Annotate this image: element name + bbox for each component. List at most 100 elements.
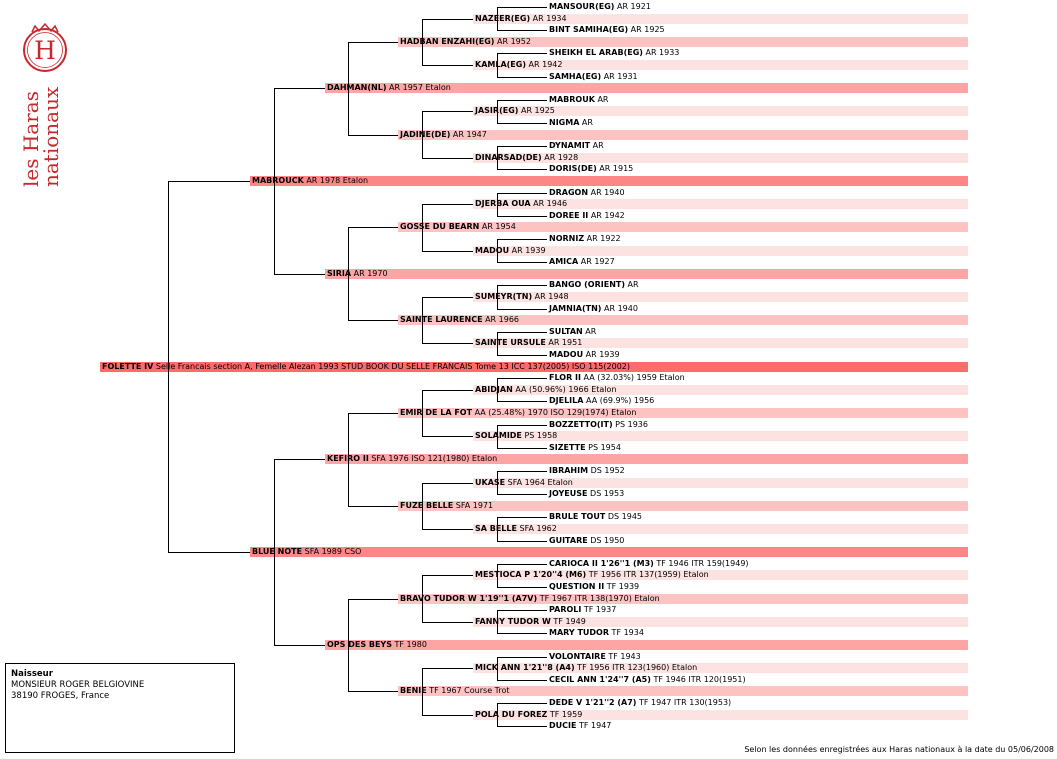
ancestor-label[interactable]: SAINTE LAURENCE AR 1966 — [400, 315, 519, 325]
ancestor-label[interactable]: DUCIE TF 1947 — [549, 721, 611, 731]
horse-name: EMIR DE LA FOT — [400, 408, 473, 417]
ancestor-label[interactable]: BOZZETTO(IT) PS 1936 — [549, 420, 648, 430]
ancestor-label[interactable]: ABIDJAN AA (50.96%) 1966 Etalon — [475, 385, 617, 395]
ancestor-label[interactable]: MADOU AR 1939 — [475, 246, 546, 256]
ancestor-label[interactable]: BINT SAMIHA(EG) AR 1925 — [549, 25, 665, 35]
ancestor-bar — [473, 199, 968, 210]
ancestor-label[interactable]: DAHMAN(NL) AR 1957 Etalon — [327, 83, 451, 93]
ancestor-label[interactable]: DJERBA OUA AR 1946 — [475, 199, 567, 209]
ancestor-bar — [473, 60, 968, 70]
ancestor-label[interactable]: MADOU AR 1939 — [549, 350, 620, 360]
ancestor-label[interactable]: POLA DU FOREZ TF 1959 — [475, 710, 582, 720]
pedigree-connector — [348, 413, 398, 414]
pedigree-connector — [497, 262, 547, 263]
ancestor-label[interactable]: PAROLI TF 1937 — [549, 605, 616, 615]
horse-details: AR 1951 — [545, 338, 583, 348]
ancestor-label[interactable]: SAINTE URSULE AR 1951 — [475, 338, 582, 348]
ancestor-label[interactable]: FANNY TUDOR W TF 1949 — [475, 617, 586, 627]
pedigree-connector — [274, 274, 325, 275]
ancestor-label[interactable]: SHEIKH EL ARAB(EG) AR 1933 — [549, 48, 679, 58]
ancestor-label[interactable]: BANGO (ORIENT) AR — [549, 280, 639, 290]
ancestor-bar — [473, 384, 968, 395]
pedigree-connector — [422, 436, 473, 437]
ancestor-label[interactable]: MANSOUR(EG) AR 1921 — [549, 2, 651, 12]
ancestor-label[interactable]: GUITARE DS 1950 — [549, 536, 624, 546]
ancestor-label[interactable]: JOYEUSE DS 1953 — [549, 489, 624, 499]
horse-name: FUZE BELLE — [400, 500, 454, 510]
horse-name: DINARSAD(DE) — [475, 152, 542, 162]
ancestor-label[interactable]: IBRAHIM DS 1952 — [549, 466, 625, 476]
horse-name: BRULE TOUT — [549, 512, 606, 522]
ancestor-label[interactable]: MICK ANN 1'21''8 (A4) TF 1956 ITR 123(19… — [475, 663, 697, 673]
subject-horse[interactable]: FOLETTE IV Selle Francais section A, Fem… — [102, 362, 630, 372]
pedigree-connector — [168, 552, 250, 553]
ancestor-label[interactable]: JAMNIA(TN) AR 1940 — [549, 304, 638, 314]
ancestor-bar — [473, 338, 968, 349]
ancestor-label[interactable]: MARY TUDOR TF 1934 — [549, 628, 644, 638]
ancestor-label[interactable]: MABROUK AR — [549, 95, 608, 105]
ancestor-label[interactable]: HADBAN ENZAHI(EG) AR 1952 — [400, 37, 531, 47]
horse-details: TF 1943 — [605, 651, 641, 661]
ancestor-label[interactable]: SA BELLE SFA 1962 — [475, 524, 557, 534]
ancestor-label[interactable]: FLOR II AA (32.03%) 1959 Etalon — [549, 373, 685, 383]
ancestor-label[interactable]: CECIL ANN 1'24''7 (A5) TF 1946 ITR 120(1… — [549, 675, 746, 685]
pedigree-connector — [497, 7, 547, 8]
pedigree-connector — [422, 204, 423, 252]
ancestor-label[interactable]: DEDE V 1'21''2 (A7) TF 1947 ITR 130(1953… — [549, 698, 731, 708]
ancestor-label[interactable]: DYNAMIT AR — [549, 141, 604, 151]
ancestor-label[interactable]: NORNIZ AR 1922 — [549, 234, 621, 244]
ancestor-label[interactable]: GOSSE DU BEARN AR 1954 — [400, 222, 516, 232]
ancestor-label[interactable]: SUMEYR(TN) AR 1948 — [475, 292, 569, 302]
horse-name: SIZETTE — [549, 442, 586, 452]
ancestor-label[interactable]: DRAGON AR 1940 — [549, 188, 625, 198]
ancestor-label[interactable]: SIRIA AR 1970 — [327, 269, 388, 279]
ancestor-label[interactable]: VOLONTAIRE TF 1943 — [549, 652, 641, 662]
horse-name: JADINE(DE) — [400, 129, 451, 139]
ancestor-label[interactable]: DORIS(DE) AR 1915 — [549, 164, 633, 174]
ancestor-label[interactable]: KEFIRO II SFA 1976 ISO 121(1980) Etalon — [327, 454, 497, 464]
horse-details: AR 1915 — [596, 164, 634, 174]
ancestor-bar — [250, 547, 968, 558]
ancestor-label[interactable]: BRAVO TUDOR W 1'19''1 (A7V) TF 1967 ITR … — [400, 594, 660, 604]
ancestor-label[interactable]: CARIOCA II 1'26''1 (M3) TF 1946 ITR 159(… — [549, 559, 749, 569]
ancestor-label[interactable]: FUZE BELLE SFA 1971 — [400, 501, 493, 511]
horse-details: AR 1940 — [588, 187, 625, 197]
ancestor-label[interactable]: OPS DES BEYS TF 1980 — [327, 640, 427, 650]
horse-details: AR — [625, 280, 639, 290]
ancestor-label[interactable]: NIGMA AR — [549, 118, 593, 128]
ancestor-label[interactable]: DOREE II AR 1942 — [549, 211, 625, 221]
ancestor-label[interactable]: EMIR DE LA FOT AA (25.48%) 1970 ISO 129(… — [400, 408, 636, 418]
ancestor-label[interactable]: BLUE NOTE SFA 1989 CSO — [252, 547, 361, 557]
horse-name: BENIE — [400, 686, 427, 696]
horse-details: AR 1957 Etalon — [386, 83, 451, 93]
ancestor-label[interactable]: JASIR(EG) AR 1925 — [475, 106, 555, 116]
ancestor-label[interactable]: QUESTION II TF 1939 — [549, 582, 639, 592]
horse-details: AR 1947 — [450, 129, 487, 139]
horse-details: AR — [590, 141, 604, 151]
pedigree-connector — [422, 65, 473, 66]
pedigree-connector — [497, 193, 498, 217]
ancestor-label[interactable]: JADINE(DE) AR 1947 — [400, 130, 487, 140]
pedigree-connector — [497, 680, 547, 681]
ancestor-label[interactable]: SULTAN AR — [549, 327, 596, 337]
ancestor-label[interactable]: AMICA AR 1927 — [549, 257, 615, 267]
pedigree-connector — [497, 471, 547, 472]
ancestor-label[interactable]: NAZEER(EG) AR 1934 — [475, 14, 567, 24]
ancestor-label[interactable]: MABROUCK AR 1978 Etalon — [252, 176, 368, 186]
ancestor-label[interactable]: MESTIOCA P 1'20''4 (M6) TF 1956 ITR 137(… — [475, 570, 709, 580]
ancestor-label[interactable]: BENIE TF 1967 Course Trot — [400, 686, 510, 696]
ancestor-bar — [325, 640, 968, 650]
horse-name: BRAVO TUDOR W 1'19''1 (A7V) — [400, 593, 538, 603]
pedigree-connector — [497, 193, 547, 194]
ancestor-label[interactable]: SAMHA(EG) AR 1931 — [549, 72, 638, 82]
ancestor-label[interactable]: BRULE TOUT DS 1945 — [549, 512, 642, 522]
ancestor-label[interactable]: DINARSAD(DE) AR 1928 — [475, 153, 578, 163]
ancestor-label[interactable]: KAMLA(EG) AR 1942 — [475, 60, 562, 70]
horse-details: TF 1980 — [391, 640, 427, 649]
horse-details: AR 1922 — [584, 234, 621, 243]
ancestor-label[interactable]: UKASE SFA 1964 Etalon — [475, 478, 573, 488]
ancestor-label[interactable]: SOLAMIDE PS 1958 — [475, 431, 557, 441]
ancestor-label[interactable]: SIZETTE PS 1954 — [549, 443, 621, 453]
pedigree-connector — [497, 448, 547, 449]
ancestor-label[interactable]: DJELILA AA (69.9%) 1956 — [549, 396, 654, 406]
